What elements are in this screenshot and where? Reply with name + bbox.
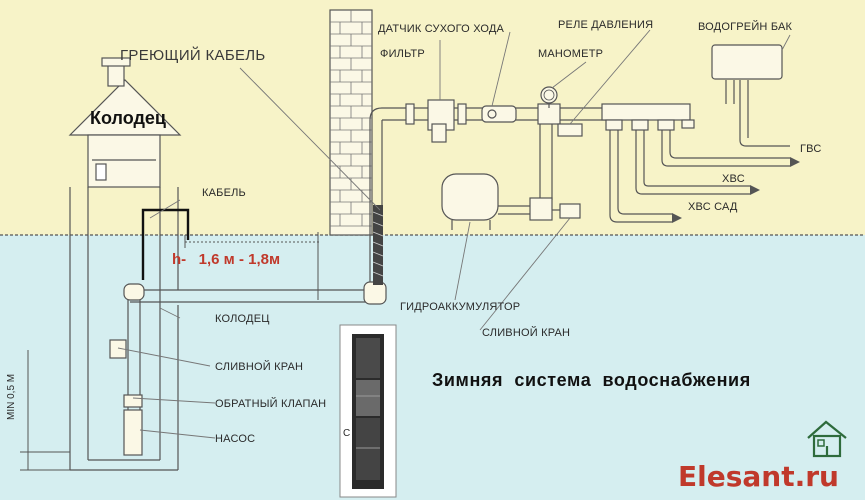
min-depth-dimension: [20, 350, 70, 471]
well-structure: [68, 57, 182, 471]
label-check-valve: ОБРАТНЫЙ КЛАПАН: [215, 397, 326, 410]
manifold: [601, 80, 790, 223]
upper-piping: [405, 86, 610, 200]
depth-dimension: [184, 232, 320, 300]
brick-wall: [329, 9, 373, 236]
label-dry-run-sensor: ДАТЧИК СУХОГО ХОДА: [378, 23, 505, 35]
label-pump: НАСОС: [215, 433, 255, 445]
label-hot-water: ГВС: [800, 143, 821, 155]
pump-tag: C: [343, 428, 350, 439]
pump-photo: [339, 324, 397, 498]
water-heater-tank: [711, 44, 783, 80]
label-cable: КАБЕЛЬ: [202, 187, 246, 199]
label-water-heater: ВОДОГРЕЙН БАК: [698, 20, 793, 33]
label-accumulator: ГИДРОАККУМУЛЯТОР: [400, 301, 520, 313]
well-pipe: [109, 283, 145, 456]
label-well: КОЛОДЕЦ: [215, 313, 270, 325]
heating-cable-wrap: [373, 205, 383, 285]
manometer-icon: [543, 89, 555, 101]
label-cold-water-garden: ХВС САД: [688, 201, 738, 213]
label-drain-valve-well: СЛИВНОЙ КРАН: [215, 360, 303, 373]
label-manometer: МАНОМЕТР: [538, 48, 603, 60]
cable-line: [141, 208, 190, 280]
flow-arrows: [672, 157, 800, 223]
brand-text: Elesant.ru: [678, 460, 839, 493]
depth-text: h- 1,6 м - 1,8м: [172, 251, 280, 268]
diagram-caption: Зимняя система водоснабжения: [432, 370, 751, 390]
label-pressure-relay: РЕЛЕ ДАВЛЕНИЯ: [558, 19, 653, 31]
house-logo-icon: [807, 420, 847, 458]
accumulator-tank: [441, 173, 581, 230]
well-title: Колодец: [90, 108, 166, 128]
label-drain-valve: СЛИВНОЙ КРАН: [482, 326, 570, 339]
label-cold-water: ХВС: [722, 173, 745, 185]
label-heating-cable: ГРЕЮЩИЙ КАБЕЛЬ: [120, 46, 266, 64]
label-min-depth: MIN 0,5 M: [6, 374, 17, 420]
leader-lines: [117, 29, 791, 439]
label-filter: ФИЛЬТР: [380, 48, 425, 60]
